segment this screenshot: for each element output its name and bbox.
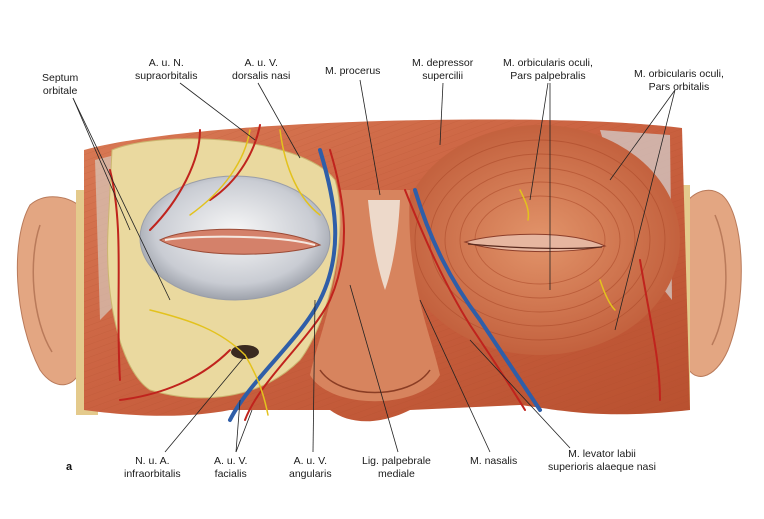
- label-dorsalis-nasi: A. u. V.dorsalis nasi: [232, 57, 291, 82]
- label-facialis: A. u. V.facialis: [214, 455, 248, 480]
- leader-lines: [72, 79, 676, 453]
- plate-letter: a: [66, 461, 73, 473]
- right-ear: [683, 189, 742, 377]
- label-supraorbitalis: A. u. N.supraorbitalis: [135, 57, 198, 82]
- label-angularis: A. u. V.angularis: [289, 455, 332, 480]
- label-nasalis: M. nasalis: [470, 455, 518, 467]
- label-orbicularis-palpebralis: M. orbicularis oculi,Pars palpebralis: [503, 57, 593, 82]
- left-ear: [16, 196, 85, 386]
- label-orbicularis-orbitalis: M. orbicularis oculi,Pars orbitalis: [634, 68, 724, 93]
- label-procerus: M. procerus: [325, 65, 381, 77]
- nose: [310, 190, 440, 402]
- label-infraorbitalis: N. u. A.infraorbitalis: [124, 455, 181, 480]
